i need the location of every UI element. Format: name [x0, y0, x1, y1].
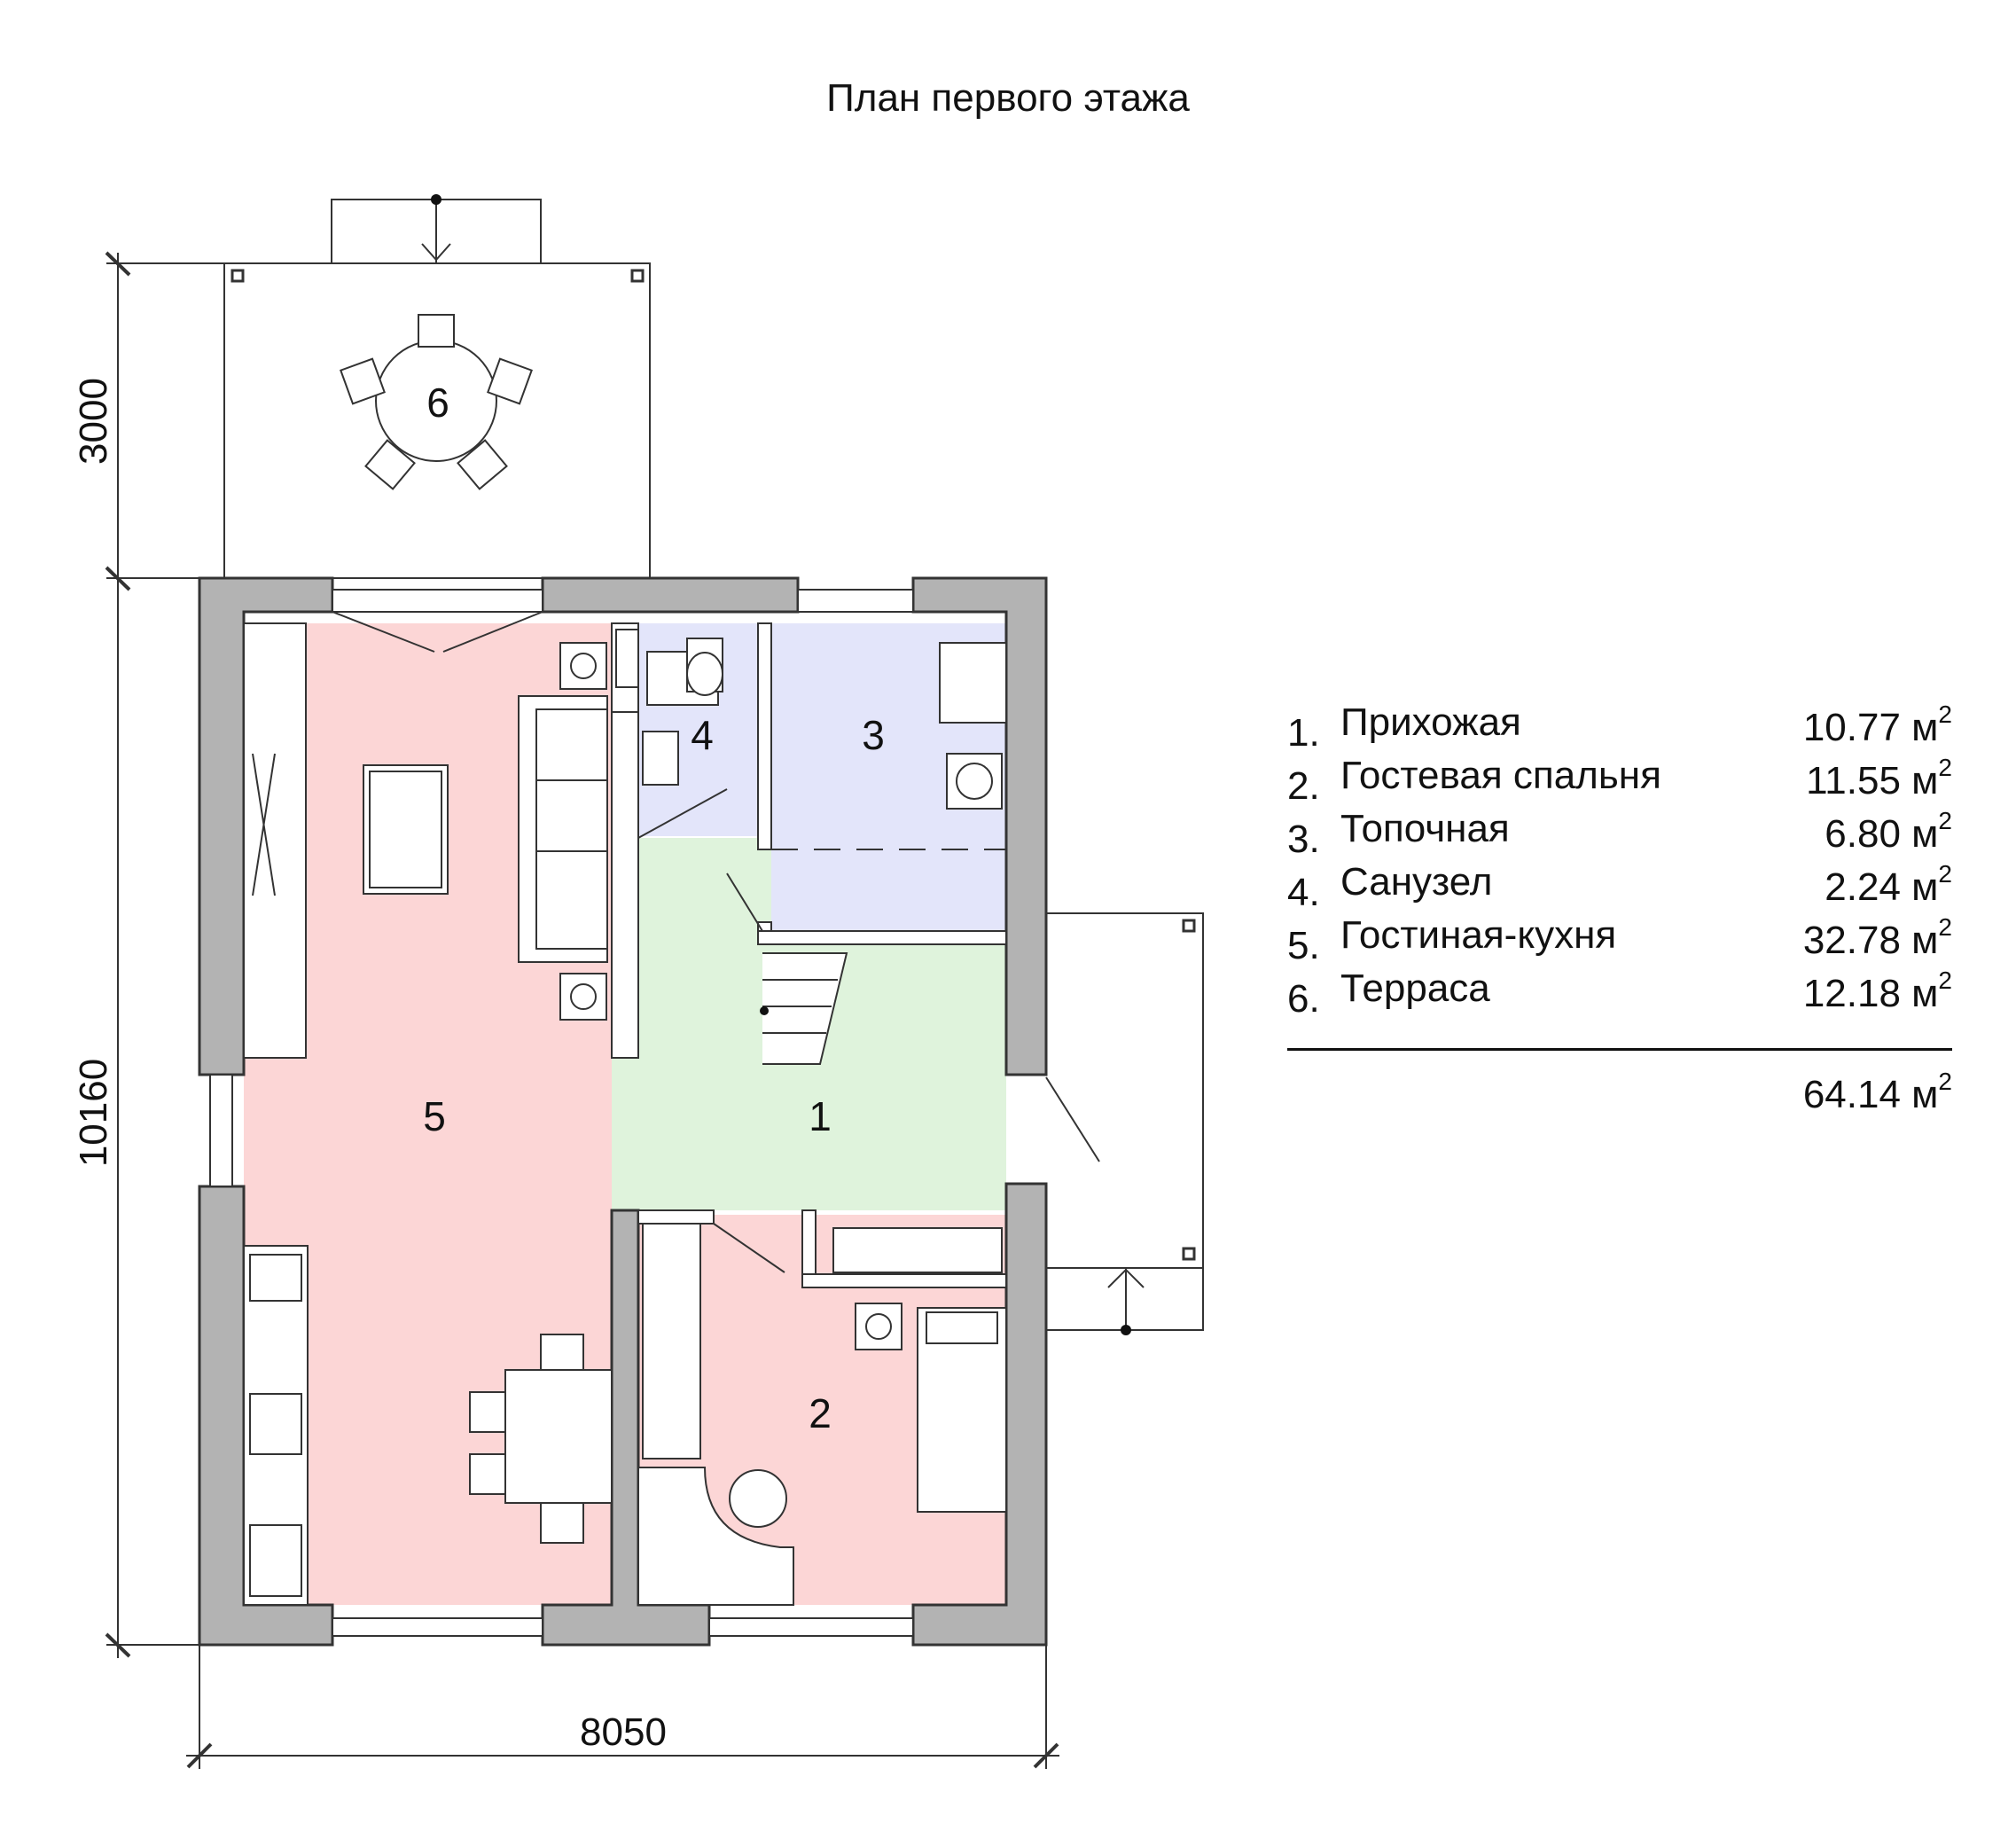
legend-number: 4.	[1287, 871, 1320, 914]
floor-plan: 5 1 3 4 2 6 3000 10160 8050	[72, 194, 1204, 1769]
legend-row: 2. Гостевая спальня 11.55 м2	[1287, 754, 1952, 808]
legend-number: 2.	[1287, 764, 1320, 808]
terrace-table	[340, 314, 533, 490]
entrance-door-dot	[1121, 1325, 1131, 1335]
legend-number: 5.	[1287, 924, 1320, 967]
living-furniture	[243, 622, 719, 1606]
room-label-4: 4	[691, 712, 714, 758]
service-furniture	[642, 638, 1007, 810]
legend-room-name: Терраса	[1340, 966, 1490, 1010]
legend-room-name: Санузел	[1340, 860, 1493, 904]
legend-divider	[1287, 1048, 1952, 1051]
legend-room-name: Прихожая	[1340, 700, 1521, 744]
bedroom-furniture	[637, 1223, 1007, 1606]
legend-room-area: 6.80 м2	[1825, 807, 1952, 857]
dim-house-width: 8050	[580, 1710, 667, 1754]
dimension-lines	[105, 251, 1059, 1769]
legend-number: 1.	[1287, 711, 1320, 755]
legend-room-area: 11.55 м2	[1806, 754, 1952, 803]
legend-room-name: Топочная	[1340, 807, 1510, 850]
dim-house-depth: 10160	[72, 1059, 115, 1167]
plan-title: План первого этажа	[826, 76, 1190, 120]
stair-dot	[760, 1006, 769, 1015]
legend-room-name: Гостиная-кухня	[1340, 913, 1617, 957]
door-swings	[332, 611, 1006, 1273]
room-label-3: 3	[862, 712, 885, 758]
legend-row: 6. Терраса 12.18 м2	[1287, 966, 1952, 1021]
room-label-1: 1	[809, 1093, 832, 1139]
legend-row: 1. Прихожая 10.77 м2	[1287, 700, 1952, 755]
legend-room-area: 12.18 м2	[1802, 966, 1952, 1016]
legend-row: 4. Санузел 2.24 м2	[1287, 860, 1952, 914]
windows	[209, 589, 914, 1637]
legend-room-area: 10.77 м2	[1802, 700, 1952, 750]
legend-total-area: 64.14 м2	[1802, 1068, 1952, 1117]
room-label-5: 5	[423, 1093, 446, 1139]
legend-room-name: Гостевая спальня	[1340, 754, 1661, 797]
terrace-door-dot	[431, 194, 441, 205]
legend-room-area: 32.78 м2	[1802, 913, 1952, 963]
stair	[762, 952, 848, 1065]
room-label-6: 6	[426, 380, 449, 426]
entrance-porch	[1045, 912, 1204, 1331]
legend-number: 3.	[1287, 818, 1320, 861]
interior-walls	[611, 622, 1007, 1288]
dim-terrace-depth: 3000	[72, 378, 115, 465]
legend-number: 6.	[1287, 977, 1320, 1021]
exterior-walls	[198, 576, 1048, 1647]
legend-room-area: 2.24 м2	[1825, 860, 1952, 910]
legend-row: 5. Гостиная-кухня 32.78 м2	[1287, 913, 1952, 967]
room-label-2: 2	[809, 1390, 832, 1436]
legend-row: 3. Топочная 6.80 м2	[1287, 807, 1952, 861]
room-legend: 1. Прихожая 10.77 м2 2. Гостевая спальня…	[1287, 700, 1952, 1116]
